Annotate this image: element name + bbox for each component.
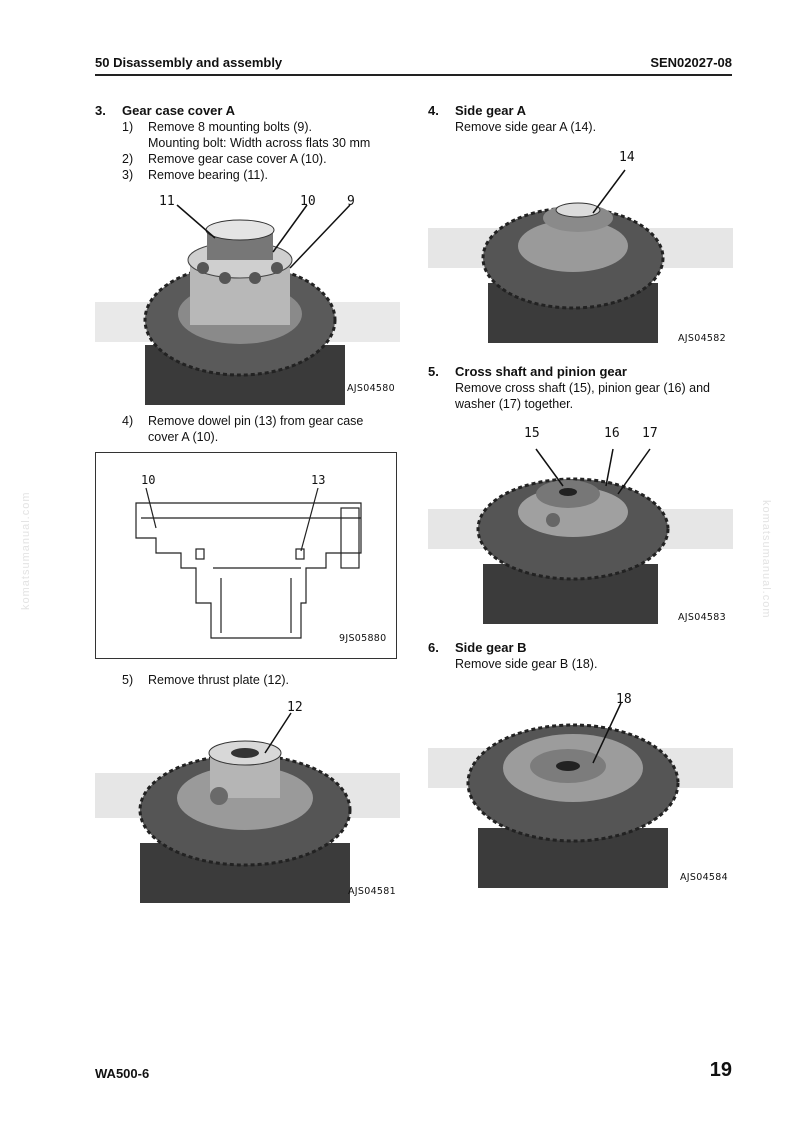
step-3-2-number: 2) <box>122 152 134 166</box>
step-6-number: 6. <box>428 640 439 655</box>
gear-assembly-photo-4 <box>428 169 733 343</box>
gear-assembly-photo-3 <box>95 712 400 903</box>
figure-cross-shaft-photo: 15 16 17 AJS04583 <box>428 424 733 629</box>
step-5-text-line2: washer (17) together. <box>455 397 574 411</box>
step-3-4-number: 4) <box>122 414 134 428</box>
callout-14: 14 <box>619 150 635 165</box>
figure-code-3: AJS04581 <box>348 886 396 897</box>
step-3-1-number: 1) <box>122 120 134 134</box>
callout-17: 17 <box>642 426 658 441</box>
step-3-4-text-line2: cover A (10). <box>148 430 219 444</box>
step-4-number: 4. <box>428 103 439 118</box>
figure-code-1: AJS04580 <box>347 383 395 394</box>
step-3-1-note: Mounting bolt: Width across flats 30 mm <box>148 136 371 150</box>
page-number: 19 <box>709 1059 732 1081</box>
step-4-title: Side gear A <box>455 103 527 118</box>
callout-11: 11 <box>159 194 175 209</box>
figure-code-6: AJS04584 <box>680 872 728 883</box>
callout-18: 18 <box>616 692 632 707</box>
step-6-text: Remove side gear B (18). <box>455 657 598 671</box>
callout-16: 16 <box>604 426 620 441</box>
figure-code-4: AJS04582 <box>678 333 726 344</box>
step-3-3-text: Remove bearing (11). <box>148 168 268 182</box>
step-3-5-number: 5) <box>122 673 134 687</box>
watermark-left: komatsumanual.com <box>20 491 32 611</box>
step-3-title: Gear case cover A <box>122 103 235 118</box>
step-3-5-text: Remove thrust plate (12). <box>148 673 290 687</box>
gear-assembly-photo-5 <box>428 448 733 624</box>
cross-section-diagram <box>135 487 362 639</box>
step-3-4-text-line1: Remove dowel pin (13) from gear case <box>148 414 364 428</box>
document-code: SEN02027-08 <box>650 55 732 70</box>
callout-15: 15 <box>524 426 540 441</box>
step-3-1-text: Remove 8 mounting bolts (9). <box>148 120 312 134</box>
figure-side-gear-b-photo: 18 AJS04584 <box>428 688 733 888</box>
watermark-right: komatsumanual.com <box>760 500 772 619</box>
figure-gear-case-cover-photo: 11 10 9 AJS04580 <box>95 190 400 405</box>
step-3-2-text: Remove gear case cover A (10). <box>148 152 327 166</box>
figure-dowel-pin-drawing: 10 13 9JS05880 <box>95 452 397 659</box>
step-3-number: 3. <box>95 103 106 118</box>
step-3-3-number: 3) <box>122 168 134 182</box>
figure-code-2: 9JS05880 <box>339 633 387 644</box>
figure-code-5: AJS04583 <box>678 612 726 623</box>
figure-thrust-plate-photo: 12 AJS04581 <box>95 698 400 908</box>
callout-13: 13 <box>311 473 326 487</box>
step-5-number: 5. <box>428 364 439 379</box>
section-title: 50 Disassembly and assembly <box>95 55 283 70</box>
step-5-title: Cross shaft and pinion gear <box>455 364 627 379</box>
callout-12: 12 <box>287 700 303 715</box>
figure-side-gear-a-photo: 14 AJS04582 <box>428 148 733 348</box>
header-rule <box>95 74 732 76</box>
callout-9: 9 <box>347 194 355 209</box>
step-4-text: Remove side gear A (14). <box>455 120 597 134</box>
step-6-title: Side gear B <box>455 640 527 655</box>
callout-10: 10 <box>300 194 316 209</box>
gear-assembly-photo-6 <box>428 702 733 888</box>
footer-model: WA500-6 <box>95 1066 150 1081</box>
callout-10: 10 <box>141 473 156 487</box>
gear-assembly-photo-1 <box>95 204 400 405</box>
step-5-text-line1: Remove cross shaft (15), pinion gear (16… <box>455 381 710 395</box>
